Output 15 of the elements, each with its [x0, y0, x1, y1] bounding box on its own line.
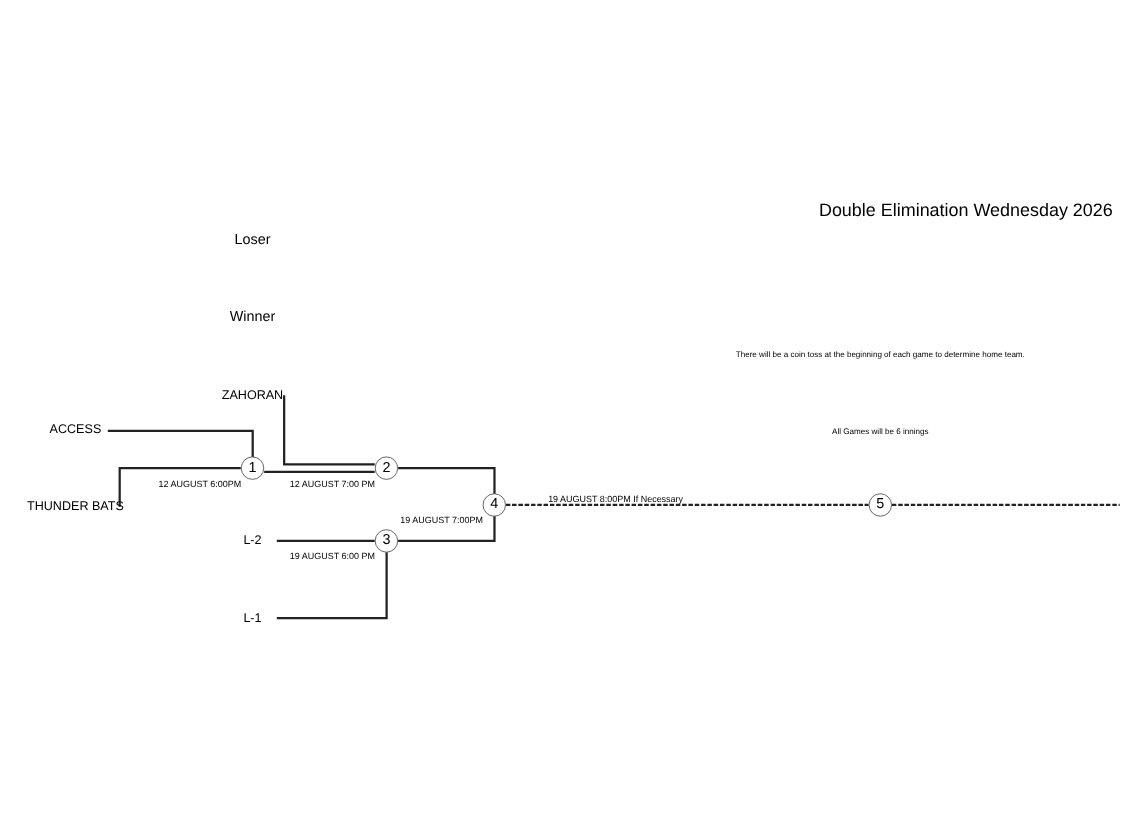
- node-circle: 2: [374, 455, 399, 479]
- node-circle: 1: [240, 455, 265, 479]
- label: Winner: [229, 306, 276, 325]
- connector: [276, 539, 388, 619]
- connector: [505, 502, 869, 506]
- connector: [276, 538, 375, 542]
- node-circle: 3: [374, 528, 399, 552]
- diagram-title: Double Elimination Wednesday 2026: [818, 198, 1113, 219]
- label: Loser: [234, 229, 271, 248]
- connector: [118, 466, 241, 506]
- connector: [264, 469, 375, 472]
- connector: [283, 394, 375, 465]
- connector: [892, 502, 1120, 506]
- node-circle: 5: [868, 492, 892, 516]
- node-circle: 4: [482, 492, 506, 516]
